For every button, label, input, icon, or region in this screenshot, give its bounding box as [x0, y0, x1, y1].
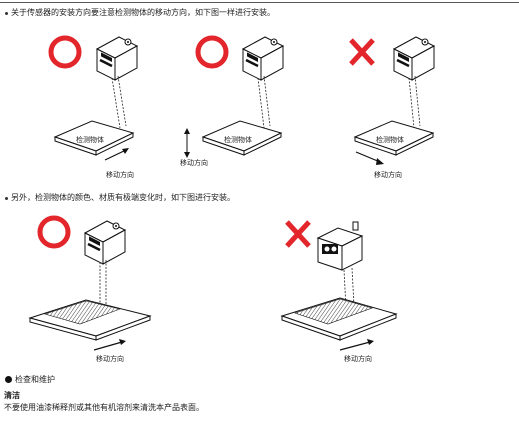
panel-ok-2: 检测物体 移动方向 — [180, 35, 285, 167]
direction-label: 移动方向 — [96, 354, 124, 363]
bullet-dot — [5, 197, 8, 200]
sensor-icon — [95, 35, 139, 82]
bullet-dot — [5, 12, 8, 15]
sensor-icon — [392, 35, 436, 82]
ok-circle-icon — [195, 35, 229, 69]
panel-ok-1: 检测物体 移动方向 — [48, 35, 139, 179]
material-pattern — [43, 300, 122, 325]
intro-sentence-2: 另外，检测物体的颜色、材质有极端变化时，如下图进行安装。 — [11, 193, 235, 202]
top-rule — [0, 2, 519, 3]
sensor-front-icon — [316, 221, 364, 271]
direction-label: 移动方向 — [374, 170, 402, 179]
object-label: 检测物体 — [224, 135, 252, 144]
sensor-icon — [241, 35, 285, 82]
section-body: 不要使用油漆稀释剂或其他有机溶剂来清洗本产品表面。 — [4, 403, 204, 412]
direction-label: 移动方向 — [344, 354, 372, 363]
sensor-icon — [83, 219, 127, 266]
section-bullet — [5, 376, 12, 383]
intro-sentence-1: 关于传感器的安装方向要注意检测物体的移动方向，如下图一样进行安装。 — [11, 8, 275, 17]
section-heading: 检查和维护 — [15, 375, 55, 384]
direction-label: 移动方向 — [106, 170, 134, 179]
object-label: 检测物体 — [76, 135, 104, 144]
material-pattern — [294, 298, 373, 325]
ok-circle-icon — [37, 215, 71, 249]
panel-ok-3: 移动方向 — [28, 215, 152, 363]
object-label: 检测物体 — [376, 135, 404, 144]
panel-ng-2: 移动方向 — [280, 220, 398, 363]
panel-ng-1: 检测物体 移动方向 — [349, 35, 436, 179]
ok-circle-icon — [48, 35, 82, 69]
direction-label: 移动方向 — [180, 158, 208, 167]
section-subheading: 清洁 — [4, 391, 20, 400]
